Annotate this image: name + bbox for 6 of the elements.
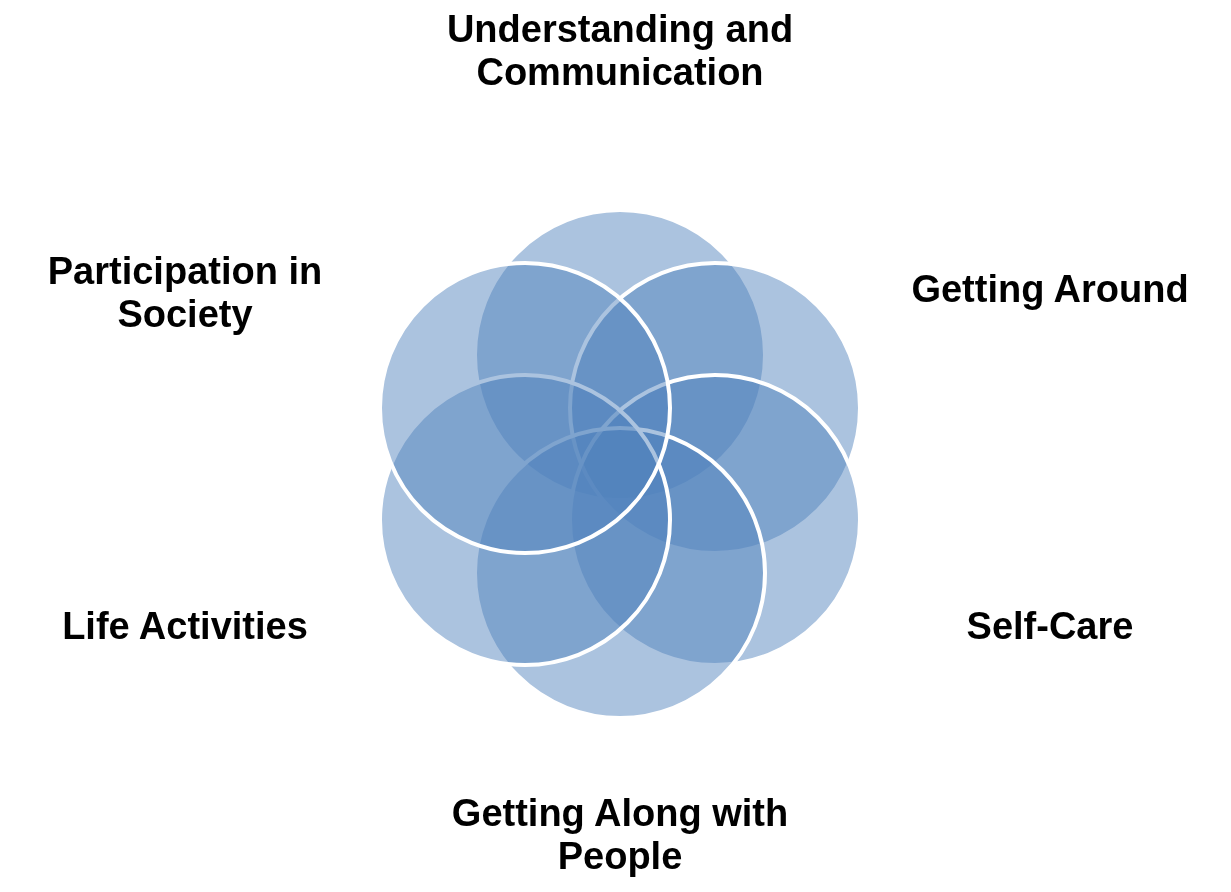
category-label: Understanding and Communication <box>445 8 795 94</box>
category-label: Life Activities <box>61 605 309 648</box>
category-label: Participation in Society <box>46 250 324 336</box>
category-label: Getting Around <box>910 268 1190 311</box>
category-label: Self-Care <box>965 605 1135 648</box>
category-label: Getting Along with People <box>450 792 790 878</box>
